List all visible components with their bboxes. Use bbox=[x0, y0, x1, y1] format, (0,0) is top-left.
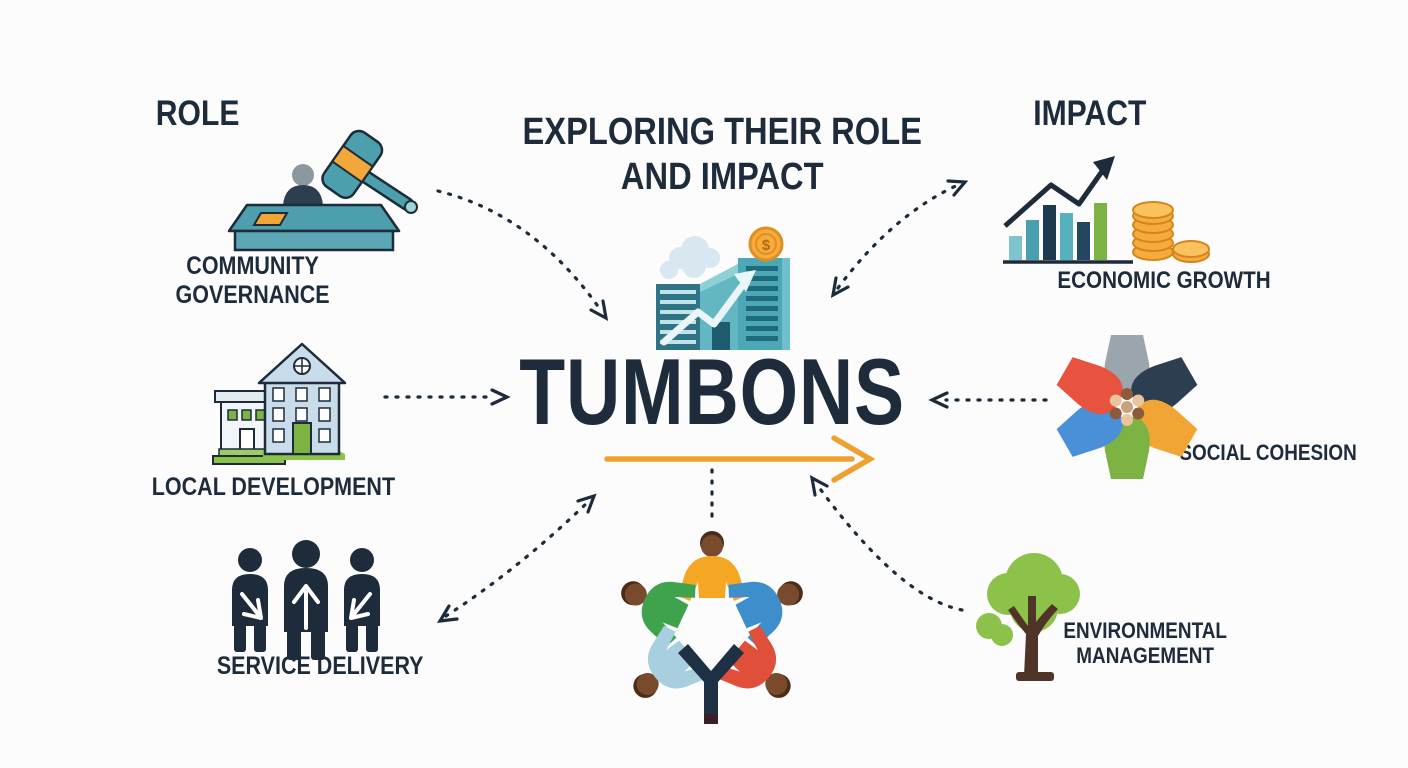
joined-hands-icon bbox=[1109, 388, 1145, 426]
arrow-service-delivery-center bbox=[436, 493, 597, 623]
role-section-header: ROLE bbox=[156, 94, 240, 133]
svg-text:$: $ bbox=[762, 237, 771, 254]
unity-circle-icon bbox=[1056, 335, 1198, 479]
arrow-governance-to-center bbox=[436, 189, 609, 321]
tree-icon bbox=[976, 553, 1080, 681]
impact-section-header: IMPACT bbox=[1033, 94, 1147, 133]
arrow-environment-to-center bbox=[809, 475, 964, 612]
bar-chart-coins-icon bbox=[1003, 156, 1210, 264]
service-people-icon bbox=[232, 540, 380, 660]
arrow-social-cohesion-to-center bbox=[928, 391, 1048, 409]
arrow-center-economic-growth bbox=[830, 179, 969, 298]
social-cohesion-label: SOCIAL COHESION bbox=[1179, 440, 1357, 465]
arrow-local-development-to-center bbox=[383, 388, 511, 406]
center-title-tumbons: TUMBONS bbox=[519, 339, 905, 444]
economic-growth-label: ECONOMIC GROWTH bbox=[1057, 267, 1271, 294]
coin-stack-icon bbox=[1132, 201, 1210, 263]
city-growth-icon: $ bbox=[656, 226, 790, 350]
judge-gavel-icon bbox=[227, 129, 418, 252]
local-development-label: LOCAL DEVELOPMENT bbox=[151, 473, 396, 501]
town-buildings-icon bbox=[212, 342, 347, 465]
orange-arrow bbox=[604, 435, 876, 483]
dollar-coin-icon: $ bbox=[748, 226, 784, 262]
community-circle-icon bbox=[607, 531, 817, 724]
